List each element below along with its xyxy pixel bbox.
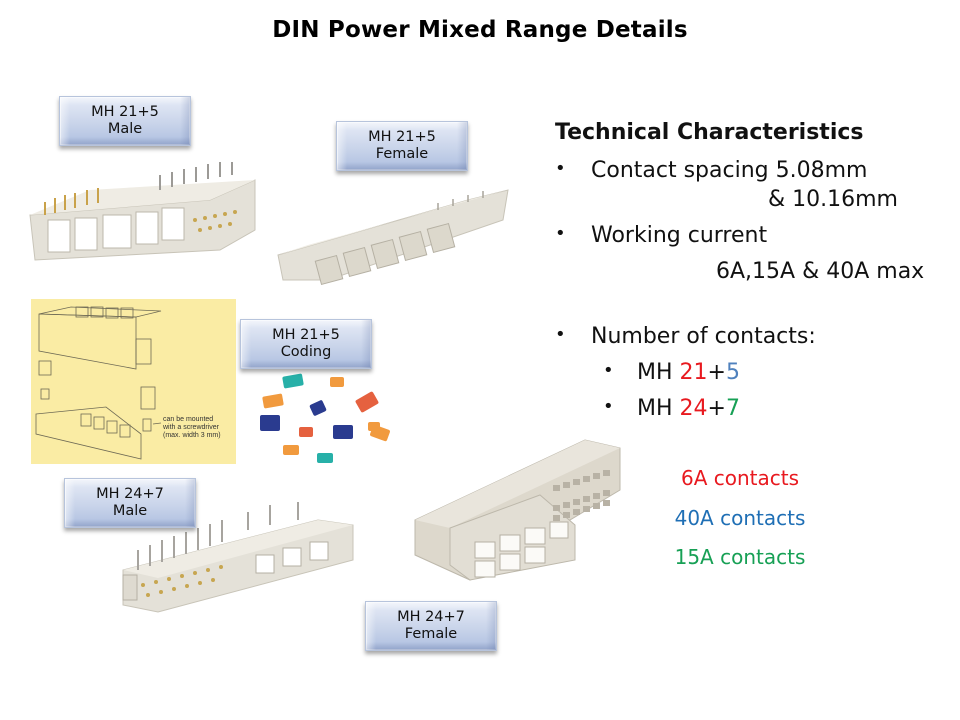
bullet-text: Number of contacts: — [591, 324, 816, 349]
legend-15a: 15A contacts — [674, 545, 806, 569]
bullet-icon: • — [555, 158, 566, 179]
mh24-7-female-connector-image — [414, 439, 621, 581]
label-line-1: MH 24+7 — [96, 486, 164, 502]
label-line-2: Male — [112, 503, 148, 519]
label-line-2: Female — [375, 146, 429, 162]
bullet-text: Working current — [591, 223, 768, 248]
legend-6a: 6A contacts — [680, 466, 800, 490]
bullet-continuation: & 10.16mm — [768, 187, 898, 212]
label-mh24-7-male: MH 24+7 Male — [64, 478, 196, 528]
bullet-text: Contact spacing 5.08mm — [591, 158, 868, 183]
plus-sign: + — [707, 360, 726, 385]
power-contact-count: 7 — [725, 396, 740, 421]
legend-40a: 40A contacts — [674, 506, 806, 530]
slide-title: DIN Power Mixed Range Details — [272, 17, 688, 43]
label-line-2: Male — [107, 121, 143, 137]
label-mh21-5-female: MH 21+5 Female — [336, 121, 468, 171]
contact-prefix: MH — [637, 360, 680, 385]
sub-bullet-text: MH 21+5 — [637, 360, 740, 385]
signal-contact-count: 21 — [679, 360, 708, 385]
sub-bullet-text: MH 24+7 — [637, 396, 740, 421]
label-line-2: Coding — [280, 344, 332, 360]
label-mh24-7-female: MH 24+7 Female — [365, 601, 497, 651]
label-line-1: MH 24+7 — [397, 609, 465, 625]
bullet-icon: • — [603, 396, 614, 417]
diagram-note-line: (max. width 3 mm) — [163, 432, 221, 439]
label-line-1: MH 21+5 — [91, 104, 159, 120]
coding-pieces-image — [260, 373, 390, 463]
bullet-continuation: 6A,15A & 40A max — [716, 259, 925, 284]
diagram-note: can be mounted with a screwdriver (max. … — [163, 416, 221, 440]
signal-contact-count: 24 — [679, 396, 708, 421]
diagram-note-line: with a screwdriver — [163, 424, 220, 431]
label-mh21-5-male: MH 21+5 Male — [59, 96, 191, 146]
bullet-icon: • — [555, 324, 566, 345]
plus-sign: + — [707, 396, 726, 421]
bullet-icon: • — [555, 223, 566, 244]
power-contact-count: 5 — [725, 360, 740, 385]
label-line-1: MH 21+5 — [272, 327, 340, 343]
tech-heading: Technical Characteristics — [555, 120, 864, 145]
coding-assembly-diagram: can be mounted with a screwdriver (max. … — [31, 299, 236, 464]
label-line-2: Female — [404, 626, 458, 642]
coding-diagram-drawing — [35, 306, 162, 460]
mh21-5-female-connector-image — [277, 189, 509, 286]
label-line-1: MH 21+5 — [368, 129, 436, 145]
bullet-icon: • — [603, 360, 614, 381]
mh21-5-male-connector-image — [29, 162, 256, 261]
contact-prefix: MH — [637, 396, 680, 421]
diagram-note-line: can be mounted — [163, 416, 214, 423]
label-mh21-5-coding: MH 21+5 Coding — [240, 319, 372, 369]
mh24-7-male-connector-image — [122, 502, 354, 613]
